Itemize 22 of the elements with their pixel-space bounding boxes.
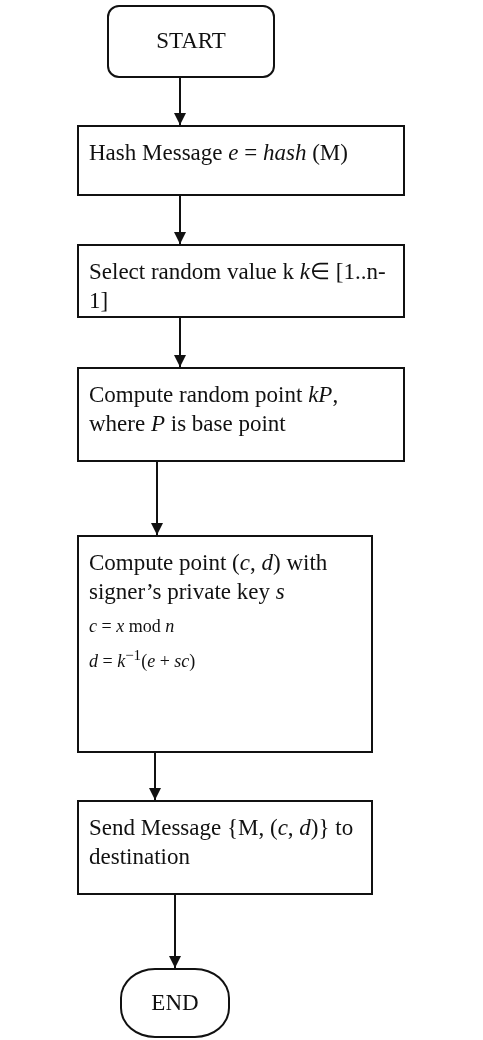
formula: d = k$^{−1}$(e + sc) <box>89 645 196 673</box>
process-box <box>77 125 405 196</box>
arrow <box>151 461 163 536</box>
step-text: END <box>151 988 199 1017</box>
arrow <box>169 894 181 969</box>
step-text: Compute random point kP, where P is base point <box>89 381 340 438</box>
process-box <box>77 367 405 462</box>
step-text: Select random value k k∈ [1..n-1] <box>89 258 387 315</box>
process-box <box>77 244 405 318</box>
terminal-box <box>120 968 230 1038</box>
arrow <box>174 317 186 368</box>
step-text: Send Message {M, (c, d)} to destination <box>89 814 355 871</box>
process-box <box>77 800 373 895</box>
step-text: START <box>156 27 226 56</box>
arrow <box>174 195 186 245</box>
terminal-box <box>107 5 275 78</box>
step-text: Compute point (c, d) with signer’s private key s <box>89 549 329 606</box>
arrow <box>174 77 186 126</box>
formula: c = x mod n <box>89 614 175 638</box>
arrow <box>149 752 161 801</box>
process-box <box>77 535 373 753</box>
step-text: Hash Message e = hash (M) <box>89 139 348 167</box>
